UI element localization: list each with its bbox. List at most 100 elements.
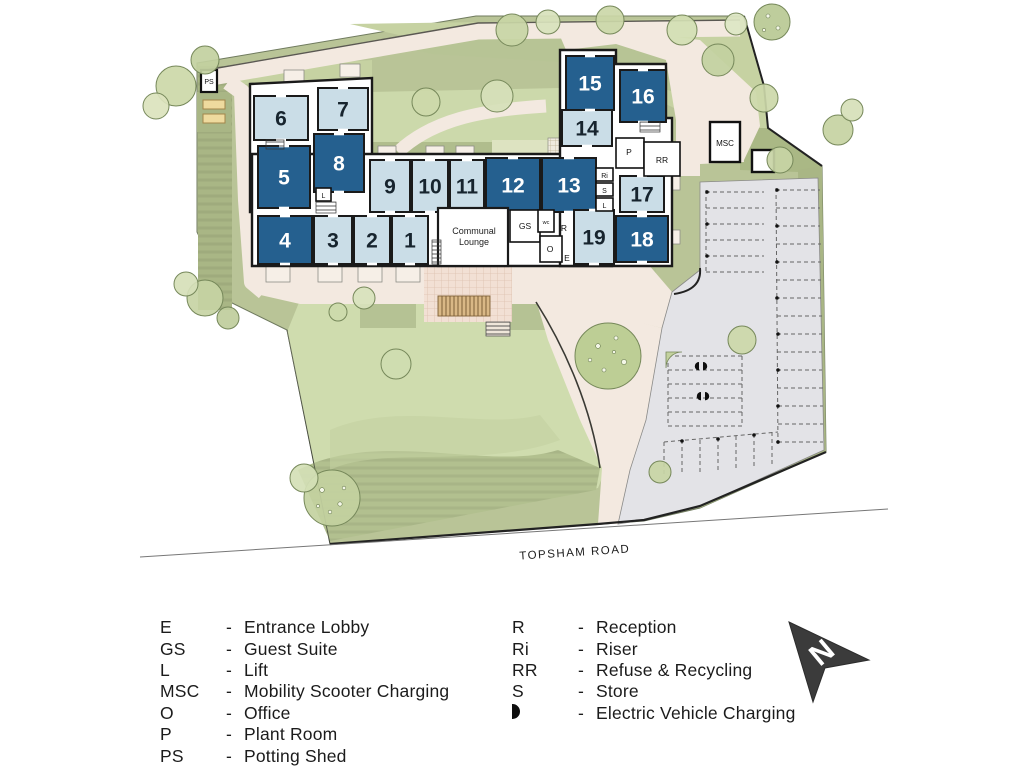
legend-description: Lift [244, 659, 269, 680]
room-ps-label: PS [204, 79, 214, 86]
parking-bays-right [775, 187, 823, 447]
room-msc-label: MSC [716, 139, 734, 148]
legend-key: L [160, 659, 170, 680]
legend-description: Electric Vehicle Charging [596, 702, 796, 723]
parking-bays-top [705, 190, 764, 274]
legend-row-right-2: RR-Refuse & Recycling [512, 660, 796, 681]
unit-10-label: 10 [418, 176, 441, 199]
island-planting [665, 351, 683, 369]
planting-strip [492, 140, 548, 156]
legend-dash: - [578, 702, 585, 723]
room-ri-label: Ri [601, 173, 608, 180]
room-p-label: P [626, 147, 632, 157]
legend-key: P [160, 724, 172, 745]
legend-description: Mobility Scooter Charging [244, 681, 450, 702]
parking-area [617, 177, 825, 525]
room-l_w-box [315, 187, 332, 202]
bench [639, 121, 661, 133]
room-rr-label: RR [656, 155, 668, 165]
legend-key: S [512, 681, 524, 702]
room-e-label: E [564, 253, 570, 263]
room-ri-box [595, 167, 614, 182]
legend-description: Entrance Lobby [244, 617, 370, 638]
legend-dash: - [578, 617, 585, 638]
patio-area [424, 264, 512, 337]
communal-lounge: Communal Lounge [431, 206, 510, 268]
legend-dash: - [226, 659, 233, 680]
room-s-box [595, 182, 614, 197]
unit-18-label: 18 [630, 229, 654, 252]
legend-description: Riser [596, 638, 638, 659]
room-wc-label: wc [542, 220, 550, 226]
lounge-label-line2: Lounge [459, 237, 489, 247]
stairs [315, 201, 337, 214]
room-r-label: R [561, 223, 567, 233]
ev-charging-icon [512, 703, 520, 719]
legend-row-left-1: GS-Guest Suite [160, 638, 449, 659]
private-terraces [265, 63, 681, 283]
stairs [431, 239, 442, 265]
unit-4-label: 4 [279, 230, 291, 253]
legend-row-right-0: R -Reception [512, 617, 796, 638]
legend-key: GS [160, 638, 186, 659]
unit-19-room [573, 209, 615, 265]
legend-dash: - [226, 617, 233, 638]
unit-8-label: 8 [333, 153, 345, 176]
unit-19-label: 19 [582, 227, 605, 250]
legend-description: Potting Shed [244, 745, 347, 766]
legend-row-left-4: O-Office [160, 703, 449, 724]
unit-3-room [313, 215, 353, 265]
parking-bays-bottom [663, 431, 779, 474]
room-msc-box [708, 120, 742, 164]
unit-6-label: 6 [275, 108, 287, 131]
legend-row-left-3: MSC -Mobility Scooter Charging [160, 681, 449, 702]
legend-row-left-0: E -Entrance Lobby [160, 617, 449, 638]
bay-markers [775, 188, 780, 444]
unit-3-label: 3 [327, 230, 339, 253]
legend-row-left-5: P-Plant Room [160, 724, 449, 745]
lounge-label-line1: Communal [452, 226, 496, 236]
room-s-label: S [602, 188, 607, 195]
unit-5-room [257, 145, 311, 209]
unit-12-label: 12 [501, 175, 524, 198]
north-arrow: N [788, 621, 871, 704]
room-wc-box [537, 209, 555, 233]
legend-row-left-2: L -Lift [160, 660, 449, 681]
legend-description: Guest Suite [244, 638, 338, 659]
unit-16-label: 16 [631, 86, 654, 109]
unit-15-room [565, 55, 615, 111]
legend-dash: - [226, 724, 233, 745]
legend-key: MSC [160, 681, 200, 702]
unit-10-room [411, 159, 449, 213]
unit-7-room [317, 87, 369, 131]
legend-key: Ri [512, 638, 529, 659]
legend-key: PS [160, 745, 184, 766]
legend-row-right-1: Ri-Riser [512, 638, 796, 659]
road-label: TOPSHAM ROAD [519, 543, 631, 562]
legend-key: E [160, 617, 172, 638]
legend-row-left-6: PS -Potting Shed [160, 745, 449, 766]
unit-9-room [369, 159, 411, 213]
room-gs-label: GS [519, 221, 532, 231]
trees [142, 3, 864, 527]
legend-dash: - [226, 702, 233, 723]
legend-description: Office [244, 702, 291, 723]
legend-dash: - [578, 659, 585, 680]
unit-11-label: 11 [456, 176, 479, 199]
legend-dash: - [578, 681, 585, 702]
legend-key: R [512, 617, 525, 638]
legend-dash: - [226, 745, 233, 766]
ev-charger-icon [694, 362, 710, 401]
legend-row-right-4: -Electric Vehicle Charging [512, 703, 796, 724]
legend-dash: - [226, 681, 233, 702]
unit-17-room [619, 175, 665, 213]
legend-description: Reception [596, 617, 677, 638]
unit-7-label: 7 [337, 99, 349, 122]
raised-bed [202, 113, 226, 124]
raised-bed [202, 99, 226, 110]
